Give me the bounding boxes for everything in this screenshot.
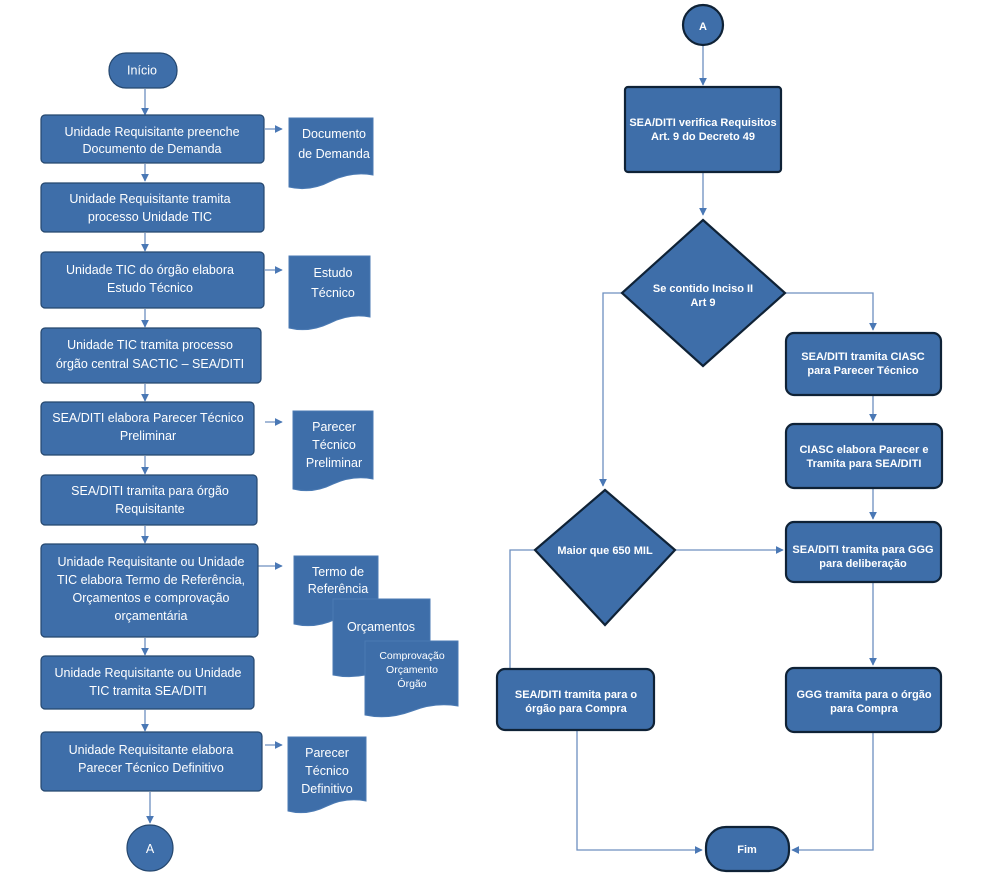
connector-a-top-label: A: [699, 21, 707, 33]
end-label: Fim: [737, 844, 757, 856]
step-verifica-requisitos: [623, 85, 783, 174]
edge-dec1-r2: [785, 292, 877, 331]
step-parecer-preliminar: [40, 401, 255, 456]
decision-650-mil-label: Maior que 650 MIL: [557, 545, 653, 557]
start-terminal: [108, 52, 178, 89]
edges: [141, 46, 877, 854]
step-sea-diti-compra: [495, 667, 656, 732]
document-orcamentos-label: Orçamentos: [347, 620, 415, 634]
step-preenche-documento: [40, 114, 265, 164]
document-demanda: [288, 117, 374, 189]
step-ggg-compra: [784, 666, 943, 734]
step-tramita-orgao-requisitante: [40, 474, 258, 526]
edge-dec1-dec2: [599, 292, 622, 487]
edge-r6-fim: [791, 732, 874, 854]
connector-a-top: [681, 3, 725, 47]
edge-dec2-r5: [506, 549, 535, 676]
step-tramita-sactic: [40, 327, 262, 384]
step-tramita-unidade-tic: [40, 182, 265, 233]
step-tramita-ciasc: [784, 331, 943, 397]
step-parecer-definitivo: [40, 731, 263, 792]
connector-a-bottom: [126, 824, 174, 872]
document-comprovacao-orcamento: [364, 640, 459, 718]
step-elabora-estudo: [40, 251, 265, 309]
document-parecer-preliminar: [292, 410, 374, 492]
end-terminal: [704, 825, 791, 873]
step-termo-referencia: [40, 543, 259, 638]
start-label: Início: [127, 64, 157, 78]
connector-a-bottom-label: A: [146, 842, 155, 856]
decision-inciso-ii: [620, 218, 787, 368]
step-tramita-sea-diti: [40, 655, 255, 710]
step-tramita-ggg: [784, 520, 943, 584]
document-parecer-definitivo: [287, 736, 367, 814]
decision-650-mil: [533, 488, 677, 627]
edge-r5-fim: [576, 730, 703, 854]
step-ciasc-elabora-parecer: [784, 422, 944, 490]
document-estudo-tecnico: [288, 255, 371, 331]
